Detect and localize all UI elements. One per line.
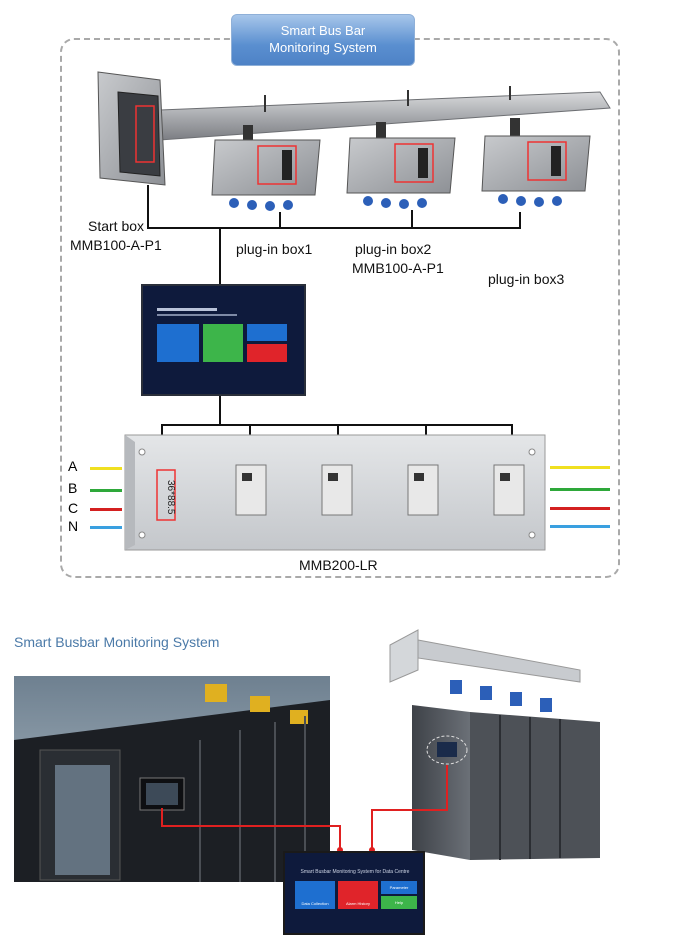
phase-line-c-right <box>550 507 610 510</box>
phase-line-c-left <box>90 508 122 511</box>
screen-tile-green <box>203 324 243 362</box>
phase-line-n-left <box>90 526 122 529</box>
panel-model-label: MMB200-LR <box>299 557 378 573</box>
screen-subheading-bar <box>157 314 237 316</box>
diagram-title-line2: Monitoring System <box>269 40 377 55</box>
phase-line-n-right <box>550 525 610 528</box>
phase-label-c: C <box>68 500 79 516</box>
plugin-box2-label: plug-in box2 <box>355 241 432 257</box>
photo-illustration <box>14 629 600 882</box>
bottom-tile-parameter: Parameter <box>381 881 417 894</box>
plugin-box2-illustration <box>346 122 456 209</box>
plugin-box3-illustration <box>481 118 591 207</box>
screen-tile-alarm <box>247 344 287 362</box>
phase-label-n: N <box>68 518 79 534</box>
screen-tile-param <box>247 324 287 341</box>
plugin-box2-model: MMB100-A-P1 <box>352 260 444 276</box>
screen-tile-data <box>157 324 199 362</box>
diagram-title-badge: Smart Bus Bar Monitoring System <box>231 14 415 66</box>
mmb200-panel-illustration: 36*88.5 <box>124 434 546 551</box>
busbar-illustration: 36*88.5 <box>97 71 611 551</box>
phase-label-b: B <box>68 480 78 496</box>
bottom-tile-data-collection: Data Collection <box>295 881 335 909</box>
plugin-box1-label: plug-in box1 <box>236 241 313 257</box>
phase-line-b-left <box>90 489 122 492</box>
start-box-label: Start box <box>88 218 145 234</box>
svg-text:36*88.5: 36*88.5 <box>165 480 176 515</box>
bottom-touchscreen: Smart Busbar Monitoring System for Data … <box>283 851 425 935</box>
plugin-box1-illustration <box>211 125 321 211</box>
phase-line-a-left <box>90 467 122 470</box>
diagram-touchscreen <box>141 284 306 396</box>
plugin-box3-label: plug-in box3 <box>488 271 565 287</box>
phase-label-a: A <box>68 458 78 474</box>
phase-line-a-right <box>550 466 610 469</box>
start-box-illustration <box>97 71 166 186</box>
screen-heading-bar <box>157 308 217 311</box>
bottom-screen-title: Smart Busbar Monitoring System for Data … <box>300 869 410 875</box>
phase-line-b-right <box>550 488 610 491</box>
photo-section-title: Smart Busbar Monitoring System <box>14 634 220 650</box>
bottom-tile-help: Help <box>381 896 417 909</box>
start-box-model: MMB100-A-P1 <box>70 237 162 253</box>
bottom-tile-alarm-history: Alarm History <box>338 881 378 909</box>
diagram-title-line1: Smart Bus Bar <box>280 23 366 38</box>
